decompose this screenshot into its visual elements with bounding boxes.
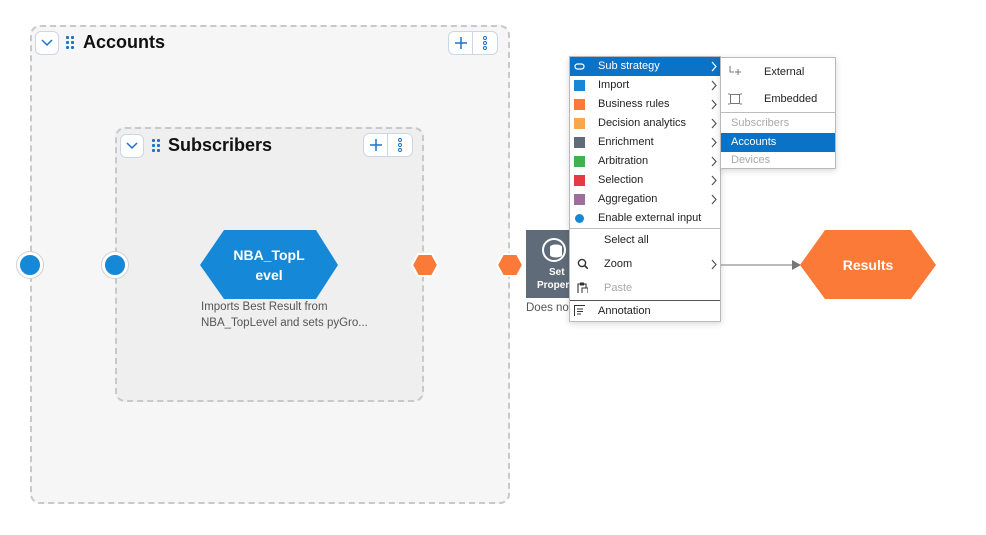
chevron-right-icon [711,194,717,205]
results-node-label: Results [842,257,894,273]
menu-label: Zoom [604,258,633,270]
import-color-swatch [574,80,585,91]
accounts-output-port[interactable] [496,252,524,278]
submenu-label: Embedded [764,93,818,105]
import-node-description: Imports Best Result from NBA_TopLevel an… [201,299,368,331]
chevron-right-icon [711,175,717,186]
submenu-label: Accounts [731,136,777,148]
set-property-node[interactable] [526,230,572,298]
menu-item-aggregation[interactable]: Aggregation [570,190,720,209]
plus-icon [454,37,467,49]
subscribers-add-button[interactable] [363,133,388,157]
submenu-item-devices: Devices [721,152,835,169]
menu-separator [570,228,720,229]
menu-item-import[interactable]: Import [570,76,720,95]
import-node-label-line2: evel [255,267,283,283]
accounts-input-port[interactable] [17,252,43,278]
import-node-shape[interactable] [200,230,340,300]
import-description-line1: Imports Best Result from [201,301,328,313]
menu-label: Annotation [598,305,651,317]
menu-item-select-all[interactable]: Select all [570,231,720,250]
sub-strategy-icon [574,63,585,70]
chevron-right-icon [711,99,717,110]
import-node-label-line1: NBA_TopL [233,247,305,263]
chevron-down-icon [41,39,53,47]
menu-item-enrichment[interactable]: Enrichment [570,133,720,152]
more-vertical-icon [398,138,402,152]
chevron-right-icon [711,61,717,72]
menu-label: Enrichment [598,136,654,148]
aggregation-color-swatch [574,194,585,205]
results-node-shape[interactable] [800,230,937,300]
chevron-down-icon [126,142,138,150]
submenu-item-embedded[interactable]: Embedded [721,88,835,110]
import-node-label: NBA_TopL evel [222,245,316,285]
external-input-dot-icon [575,214,584,223]
business-rules-color-swatch [574,99,585,110]
menu-item-decision-analytics[interactable]: Decision analytics [570,114,720,133]
subscribers-output-port[interactable] [411,252,439,278]
accounts-drag-handle-icon[interactable] [66,36,74,50]
set-property-label-line2: Proper [537,280,570,291]
accounts-more-button[interactable] [473,31,498,55]
menu-label: Aggregation [598,193,658,205]
submenu-separator [721,112,835,113]
menu-item-annotation[interactable]: Annotation [570,302,720,321]
subscribers-collapse-button[interactable] [120,134,144,158]
menu-label: Sub strategy [598,60,660,72]
menu-item-paste: Paste [570,279,720,298]
menu-label: Enable external input [598,212,702,224]
paste-icon [577,282,588,293]
selection-color-swatch [574,175,585,186]
chevron-right-icon [711,156,717,167]
menu-item-arbitration[interactable]: Arbitration [570,152,720,171]
chevron-right-icon [711,137,717,148]
context-menu: Sub strategy Import Business rules Decis… [569,56,721,322]
menu-separator [570,300,720,301]
set-property-icon [542,238,566,262]
chevron-right-icon [711,80,717,91]
embedded-strategy-icon [728,93,742,105]
subscribers-title: Subscribers [168,135,273,155]
annotation-icon [574,305,585,316]
arbitration-color-swatch [574,156,585,167]
sub-strategy-submenu: External Embedded Subscribers Accounts D… [720,57,836,169]
menu-label: Paste [604,282,633,294]
menu-label: Selection [598,174,644,186]
chevron-right-icon [711,259,717,270]
subscribers-drag-handle-icon[interactable] [152,139,160,153]
subscribers-input-port[interactable] [102,252,128,278]
menu-label: Decision analytics [598,117,687,129]
submenu-label: Devices [731,154,771,166]
submenu-label: External [764,66,805,78]
submenu-item-external[interactable]: External [721,62,835,82]
menu-label: Select all [604,234,649,246]
accounts-collapse-button[interactable] [35,31,59,55]
plus-icon [369,139,382,151]
subscribers-more-button[interactable] [388,133,413,157]
external-strategy-icon [729,66,741,75]
menu-item-sub-strategy[interactable]: Sub strategy [570,57,720,76]
menu-item-zoom[interactable]: Zoom [570,255,720,274]
magnifier-icon [577,258,588,269]
more-vertical-icon [483,36,487,50]
set-property-description: Does no [526,302,569,314]
menu-item-selection[interactable]: Selection [570,171,720,190]
menu-item-enable-external-input[interactable]: Enable external input [570,209,720,228]
submenu-item-accounts[interactable]: Accounts [721,133,835,152]
accounts-add-button[interactable] [448,31,473,55]
submenu-item-subscribers: Subscribers [721,114,835,133]
import-description-line2: NBA_TopLevel and sets pyGro... [201,317,368,329]
submenu-label: Subscribers [731,117,790,129]
menu-label: Arbitration [598,155,649,167]
chevron-right-icon [711,118,717,129]
set-property-label: Set Proper [535,266,595,292]
decision-analytics-color-swatch [574,118,585,129]
accounts-title: Accounts [83,32,166,52]
menu-label: Import [598,79,630,91]
menu-item-business-rules[interactable]: Business rules [570,95,720,114]
enrichment-color-swatch [574,137,585,148]
set-property-label-line1: Set [549,267,565,278]
menu-label: Business rules [598,98,670,110]
